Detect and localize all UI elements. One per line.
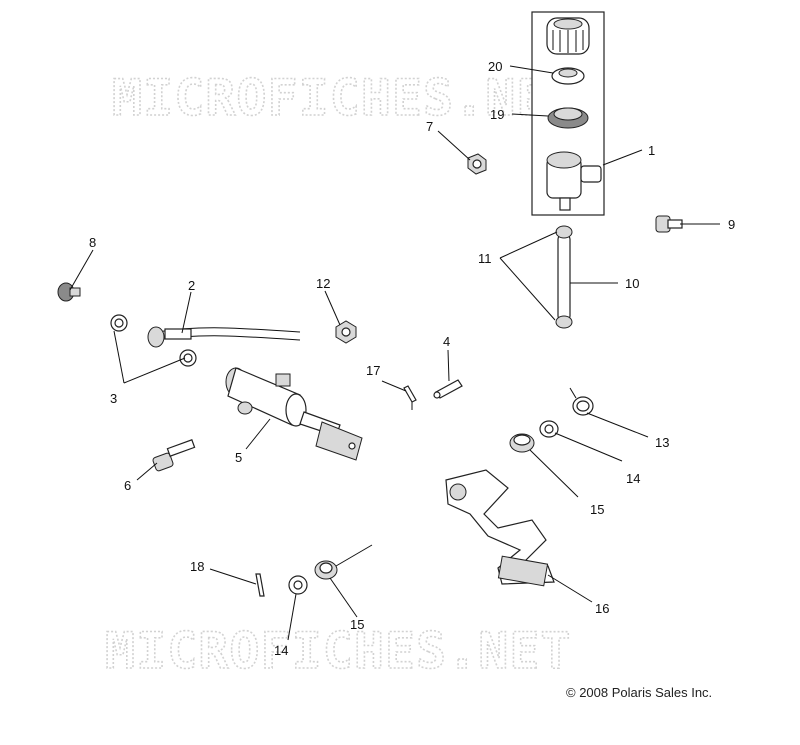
- brake-pedal-icon: [445, 469, 555, 587]
- bolt-icon-6: [152, 439, 196, 472]
- callout-15-bottom: 15: [350, 617, 364, 632]
- callout-6: 6: [124, 478, 131, 493]
- callout-10: 10: [625, 276, 639, 291]
- washer-icon-14a: [539, 420, 559, 438]
- leader-lines: [69, 65, 720, 641]
- callout-17: 17: [366, 363, 380, 378]
- callout-5: 5: [235, 450, 242, 465]
- callout-16: 16: [595, 601, 609, 616]
- cotter-pin-icon-17: [403, 385, 417, 410]
- callout-labels: 1 20 19 7 9 10 11 8 2 3 12 4 17 5 6 13 1…: [89, 59, 735, 658]
- clamp-icon-bottom: [555, 315, 573, 329]
- pin-icon: [433, 379, 463, 399]
- washer-icon-3b: [179, 349, 197, 367]
- callout-8: 8: [89, 235, 96, 250]
- callout-1: 1: [648, 143, 655, 158]
- diaphragm-icon: [551, 67, 585, 85]
- bolt-icon-9: [655, 215, 683, 233]
- washer-icon-3a: [110, 314, 128, 332]
- master-cylinder-icon: [546, 151, 602, 211]
- callout-13: 13: [655, 435, 669, 450]
- bushing-icon-15b: [314, 560, 338, 580]
- reservoir-assembly: [531, 11, 605, 216]
- cotter-pin-icon-18: [255, 573, 265, 597]
- hose-icon: [557, 234, 571, 321]
- callout-2: 2: [188, 278, 195, 293]
- callout-4: 4: [443, 334, 450, 349]
- callout-15-right: 15: [590, 502, 604, 517]
- callout-14-right: 14: [626, 471, 640, 486]
- brake-line-icon: [147, 326, 301, 348]
- reservoir-cap-icon: [546, 17, 590, 55]
- callout-20: 20: [488, 59, 502, 74]
- callout-9: 9: [728, 217, 735, 232]
- clamp-icon-top: [555, 225, 573, 239]
- watermark-top: MICROFICHES.NET: [112, 69, 579, 127]
- nut-icon-12: [335, 320, 357, 344]
- callout-11: 11: [478, 251, 492, 266]
- spring-icon: [569, 387, 594, 416]
- banjo-bolt-icon: [57, 282, 81, 302]
- callout-19: 19: [490, 107, 504, 122]
- callout-12: 12: [316, 276, 330, 291]
- washer-icon-14b: [288, 575, 308, 595]
- clutch-master-cylinder-icon: [225, 367, 363, 461]
- callout-7: 7: [426, 119, 433, 134]
- seal-icon: [547, 107, 589, 129]
- callout-14-bottom: 14: [274, 643, 288, 658]
- nut-icon-7: [467, 153, 487, 175]
- watermark-bottom: MICROFICHES.NET: [105, 622, 572, 680]
- bushing-icon-15a: [509, 433, 535, 453]
- callout-18: 18: [190, 559, 204, 574]
- callout-3: 3: [110, 391, 117, 406]
- copyright-notice: © 2008 Polaris Sales Inc.: [566, 685, 713, 700]
